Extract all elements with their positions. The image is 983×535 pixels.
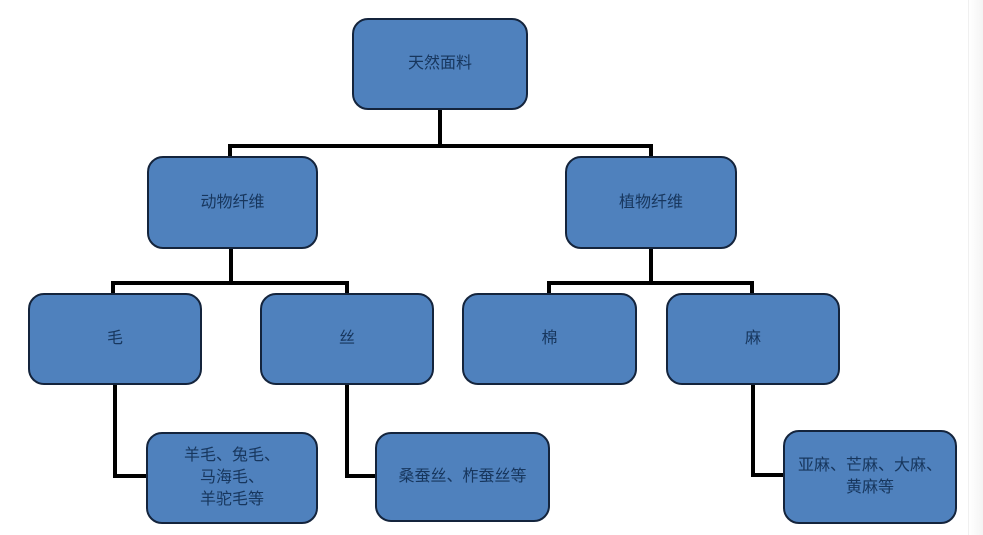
node-silk-types[interactable]: 桑蚕丝、柞蚕丝等 (375, 432, 550, 522)
connector-hemp-elbow-v (751, 385, 755, 477)
node-label: 动物纤维 (200, 193, 265, 211)
node-cotton[interactable]: 棉 (462, 293, 637, 385)
connector-silk-stub (345, 281, 349, 295)
connector-cotton-stub (547, 281, 551, 295)
connector-silk-elbow-v (345, 385, 349, 478)
connector-wool-stub (111, 281, 115, 295)
connector-animal-bar (111, 281, 349, 285)
connector-hemp-stub (750, 281, 754, 295)
node-label: 毛 (106, 330, 123, 347)
node-hemp[interactable]: 麻 (666, 293, 840, 385)
node-wool[interactable]: 毛 (28, 293, 202, 385)
connector-animal-stub (228, 144, 232, 158)
connector-plant-stem (649, 249, 653, 285)
connector-hemp-elbow-h (751, 473, 785, 477)
node-label: 羊毛、兔毛、 马海毛、 羊驼毛等 (183, 447, 280, 508)
node-label: 桑蚕丝、柞蚕丝等 (398, 468, 527, 485)
node-label: 天然面料 (407, 55, 472, 72)
connector-plant-stub (649, 144, 653, 158)
node-label: 棉 (541, 330, 558, 347)
node-label: 麻 (744, 330, 761, 347)
connector-wool-elbow-v (113, 385, 117, 478)
connector-wool-elbow-h (113, 474, 148, 478)
page-edge-shade (968, 0, 983, 535)
node-label: 植物纤维 (618, 193, 683, 211)
node-hemp-types[interactable]: 亚麻、芒麻、大麻、 黄麻等 (783, 430, 957, 524)
node-animal-fiber[interactable]: 动物纤维 (147, 156, 318, 249)
node-plant-fiber[interactable]: 植物纤维 (565, 156, 737, 249)
node-wool-types[interactable]: 羊毛、兔毛、 马海毛、 羊驼毛等 (146, 432, 318, 524)
node-label: 亚麻、芒麻、大麻、 黄麻等 (797, 457, 942, 496)
node-natural-fabric[interactable]: 天然面料 (352, 18, 528, 110)
connector-plant-bar (547, 281, 754, 285)
connector-silk-elbow-h (345, 474, 377, 478)
connector-level2-bar (228, 144, 653, 148)
node-label: 丝 (338, 330, 355, 347)
node-silk[interactable]: 丝 (260, 293, 434, 385)
connector-animal-stem (229, 249, 233, 285)
connector-root-stem (438, 110, 442, 148)
